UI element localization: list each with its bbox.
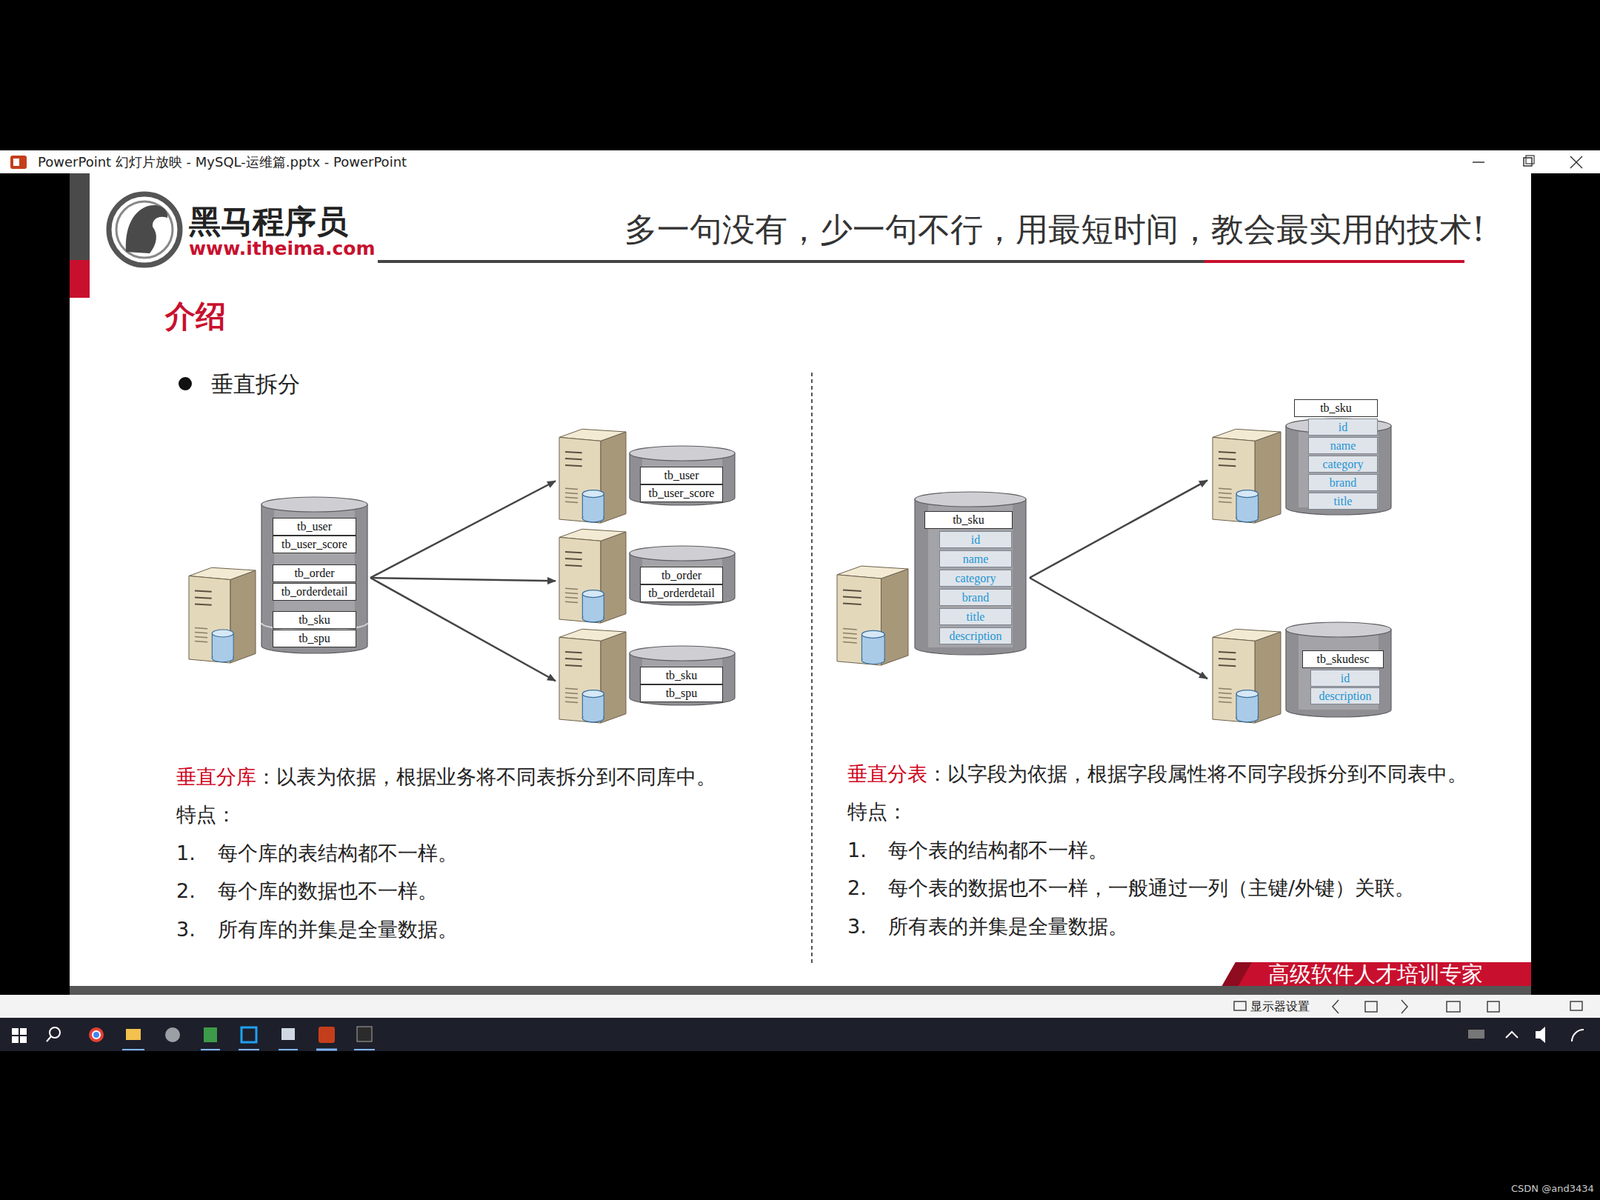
field-name: id <box>1338 420 1348 435</box>
table-box: tb_skudesc <box>1302 650 1384 669</box>
field-box: id <box>1308 418 1378 436</box>
list-item: 每个库的表结构都不一样。 <box>217 842 458 865</box>
list-number: 2. <box>847 877 867 900</box>
definition: ：以表为依据，根据业务将不同表拆分到不同库中。 <box>256 765 717 789</box>
table-name: tb_user <box>663 468 699 483</box>
field-box: category <box>1308 455 1378 473</box>
field-name: id <box>1340 671 1350 686</box>
split-arrow <box>1029 480 1208 578</box>
table-name: tb_spu <box>298 631 331 646</box>
status-text: 显示器设置 <box>1250 1000 1310 1014</box>
table-box: tb_user_score <box>640 484 723 503</box>
table-box: tb_sku <box>640 666 723 685</box>
banner-text: 高级软件人才培训专家 <box>1268 962 1483 987</box>
table-name: tb_order <box>294 566 335 580</box>
table-box: tb_spu <box>640 684 723 703</box>
heading: 特点： <box>847 800 908 823</box>
field-name: name <box>1330 439 1357 453</box>
table-name: tb_spu <box>665 686 698 700</box>
term: 垂直分表 <box>847 762 928 786</box>
field-box: id <box>939 531 1012 549</box>
field-name: name <box>962 552 989 566</box>
slogan: 多一句没有，少一句不行，用最短时间，教会最实用的技术! <box>624 211 1486 248</box>
list-item: 所有表的并集是全量数据。 <box>888 915 1129 938</box>
table-box: tb_orderdetail <box>640 584 723 603</box>
field-name: category <box>1322 457 1363 472</box>
field-name: brand <box>1329 476 1357 490</box>
table-name: tb_sku <box>665 668 698 683</box>
table-name: tb_user <box>297 520 332 534</box>
field-box: brand <box>1308 474 1378 492</box>
table-name: tb_orderdetail <box>648 586 715 600</box>
table-box: tb_user <box>272 517 357 536</box>
field-box: id <box>1310 669 1380 687</box>
field-name: title <box>966 610 986 624</box>
list-item: 所有库的并集是全量数据。 <box>217 918 458 941</box>
list-item: 每个库的数据也不一样。 <box>217 880 438 903</box>
table-name: tb_sku <box>298 613 331 627</box>
list-item: 每个表的数据也不一样，一般通过一列（主键/外键）关联。 <box>888 877 1415 900</box>
field-name: description <box>1318 689 1372 703</box>
list-number: 3. <box>176 918 196 941</box>
database-server: tb_user tb_user_score <box>555 425 741 526</box>
window-title: PowerPoint 幻灯片放映 - MySQL-运维篇.pptx - Powe… <box>37 154 407 170</box>
logo-text: 黑马程序员 <box>188 204 349 240</box>
table-box: tb_order <box>640 566 723 585</box>
field-name: title <box>1334 494 1353 509</box>
field-box: description <box>1310 687 1380 705</box>
field-box: name <box>939 550 1012 568</box>
table-box: tb_sku <box>272 611 357 629</box>
table-box: tb_order <box>272 564 357 583</box>
term: 垂直分库 <box>176 765 257 789</box>
database-server: tb_skudescid description <box>1207 618 1397 726</box>
field-box: name <box>1308 437 1378 455</box>
split-arrow <box>370 577 556 681</box>
list-number: 1. <box>847 839 867 862</box>
table-name: tb_sku <box>952 513 985 527</box>
field-box: description <box>939 627 1012 645</box>
field-name: description <box>948 629 1002 643</box>
split-arrow <box>1029 577 1208 679</box>
field-name: id <box>971 533 980 547</box>
database-server: tb_sku tb_spu <box>555 625 741 726</box>
database-server: tb_skuid name category brand title descriptio… <box>833 485 1030 671</box>
table-box: tb_orderdetail <box>272 582 357 601</box>
field-box: title <box>1308 492 1378 510</box>
heading: 特点： <box>176 803 237 826</box>
table-name: tb_orderdetail <box>281 585 349 599</box>
table-name: tb_user_score <box>648 486 715 500</box>
split-arrow <box>370 577 556 581</box>
list-number: 1. <box>176 842 196 865</box>
field-box: category <box>939 569 1012 587</box>
database-server: tb_skuid name category brand title <box>1207 396 1397 530</box>
split-arrow <box>370 480 556 578</box>
database-server: tb_order tb_orderdetail <box>555 525 741 626</box>
table-box: tb_spu <box>272 629 357 648</box>
table-name: tb_sku <box>1320 401 1352 415</box>
field-box: title <box>939 608 1012 626</box>
logo-url: www.itheima.com <box>188 238 376 260</box>
field-name: brand <box>962 591 989 605</box>
table-box: tb_sku <box>1294 399 1378 418</box>
table-box: tb_sku <box>924 511 1013 529</box>
field-name: category <box>954 571 996 586</box>
table-box: tb_user_score <box>272 535 357 554</box>
watermark: CSDN @and3434 <box>1511 1183 1595 1195</box>
list-item: 每个表的结构都不一样。 <box>888 839 1109 862</box>
bullet-text: 垂直拆分 <box>211 371 300 397</box>
field-box: brand <box>939 588 1012 606</box>
table-name: tb_order <box>661 568 702 583</box>
table-name: tb_skudesc <box>1316 652 1369 666</box>
list-number: 3. <box>847 915 867 938</box>
table-name: tb_user_score <box>281 537 348 552</box>
list-number: 2. <box>176 880 196 903</box>
table-box: tb_user <box>640 466 723 485</box>
definition: ：以字段为依据，根据字段属性将不同字段拆分到不同表中。 <box>927 762 1468 786</box>
database-server: tb_user tb_user_score tb_order tb_orderdeta… <box>185 429 371 667</box>
slide-heading: 介绍 <box>165 300 226 334</box>
